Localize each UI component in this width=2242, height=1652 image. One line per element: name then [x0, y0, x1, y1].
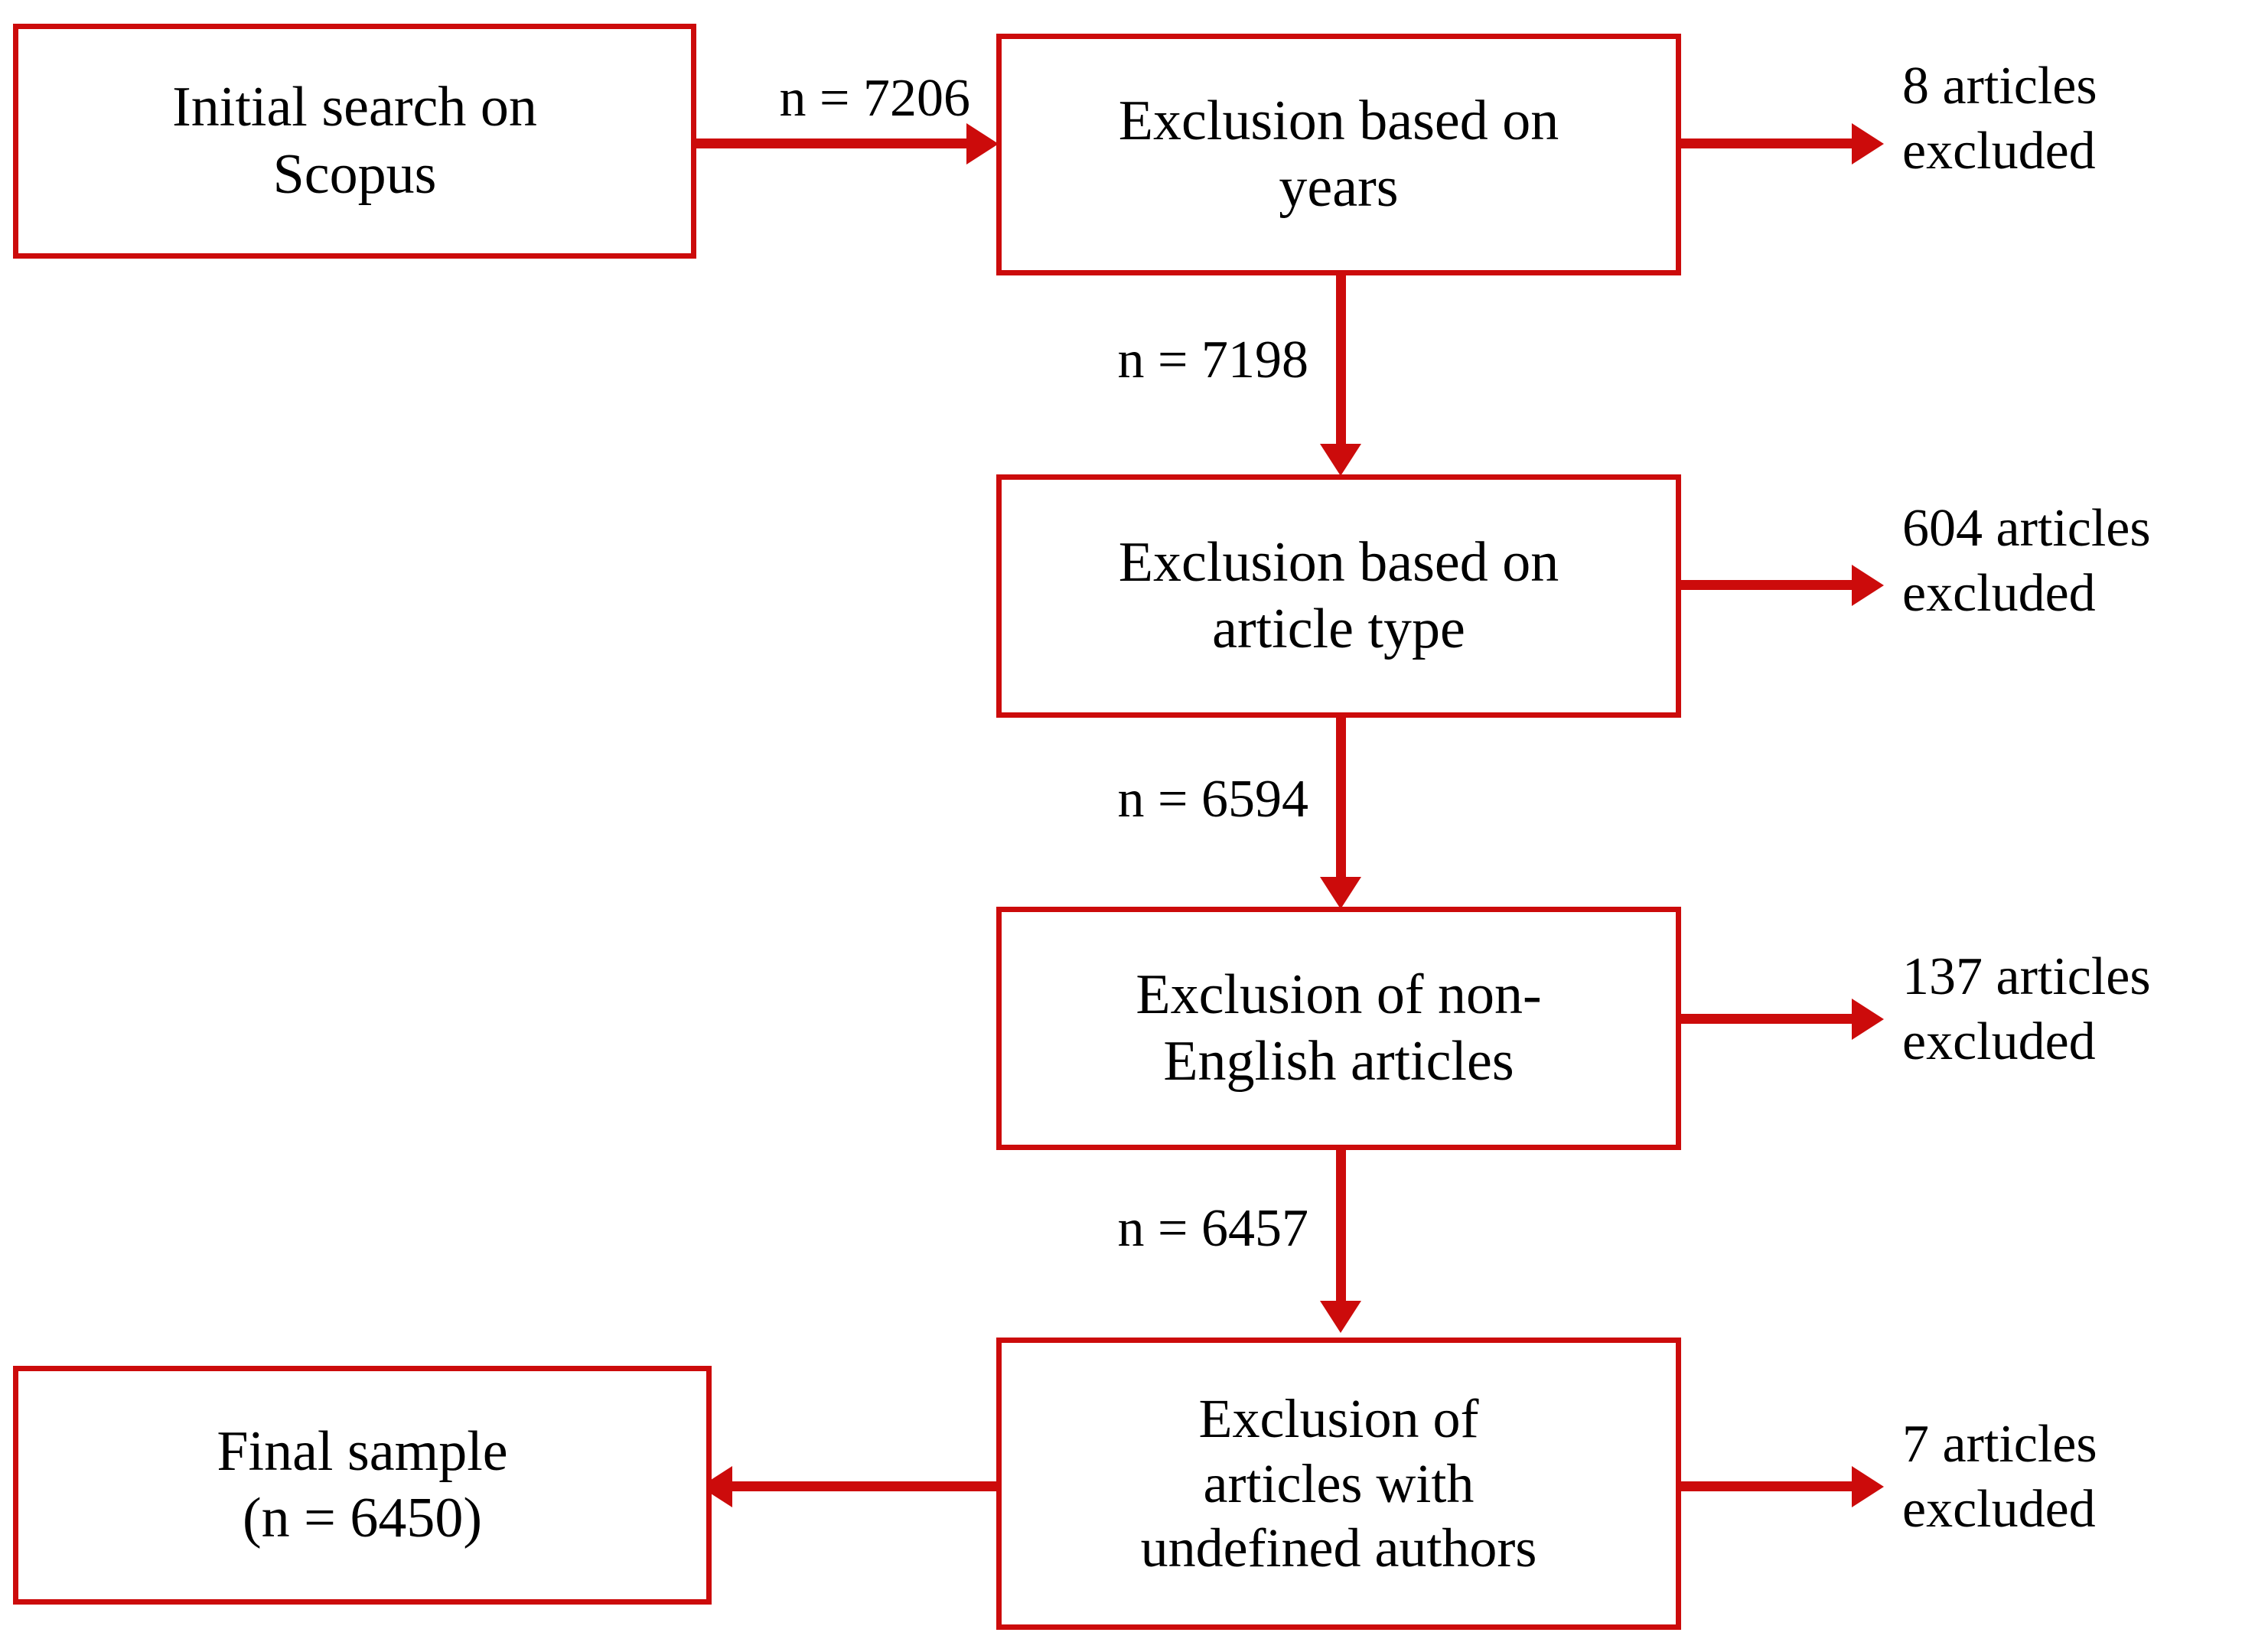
arrowhead-authors-excluded — [1852, 1466, 1884, 1507]
connector-initial-to-years — [696, 138, 968, 148]
node-final-sample: Final sample (n = 6450) — [13, 1366, 712, 1605]
arrowhead-type-excluded — [1852, 565, 1884, 606]
arrowhead-type-to-language — [1320, 877, 1361, 909]
connector-type-excluded — [1681, 580, 1853, 590]
flow-label-n-7198: n = 7198 — [1117, 331, 1308, 389]
node-initial-search: Initial search on Scopus — [13, 24, 696, 259]
label-excluded-years: 8 articles excluded — [1902, 57, 2097, 181]
connector-years-excluded — [1681, 138, 1853, 148]
node-exclusion-years: Exclusion based on years — [996, 34, 1681, 275]
arrowhead-years-excluded — [1852, 123, 1884, 165]
connector-type-to-language — [1336, 715, 1346, 892]
label-excluded-language: 137 articles excluded — [1902, 947, 2151, 1072]
arrowhead-language-excluded — [1852, 999, 1884, 1040]
connector-language-excluded — [1681, 1014, 1853, 1024]
node-exclusion-article-type: Exclusion based on article type — [996, 474, 1681, 718]
connector-language-to-authors — [1336, 1147, 1346, 1309]
node-exclusion-undefined-authors: Exclusion of articles with undefined aut… — [996, 1338, 1681, 1630]
label-excluded-authors: 7 articles excluded — [1902, 1415, 2097, 1540]
flow-label-n-7206: n = 7206 — [779, 69, 970, 128]
node-exclusion-non-english: Exclusion of non- English articles — [996, 907, 1681, 1150]
arrowhead-language-to-authors — [1320, 1301, 1361, 1333]
connector-authors-to-final — [732, 1481, 999, 1491]
arrowhead-initial-to-years — [966, 123, 999, 165]
node-exclusion-article-type-label: Exclusion based on article type — [1118, 530, 1559, 660]
node-final-sample-label: Final sample (n = 6450) — [217, 1419, 508, 1549]
connector-years-to-type — [1336, 272, 1346, 450]
node-initial-search-label: Initial search on Scopus — [172, 76, 537, 206]
node-exclusion-years-label: Exclusion based on years — [1118, 89, 1559, 219]
flow-label-n-6594: n = 6594 — [1117, 770, 1308, 829]
connector-authors-excluded — [1681, 1481, 1853, 1491]
flow-label-n-6457: n = 6457 — [1117, 1199, 1308, 1258]
node-exclusion-undefined-authors-label: Exclusion of articles with undefined aut… — [1140, 1387, 1537, 1579]
label-excluded-type: 604 articles excluded — [1902, 499, 2151, 624]
arrowhead-years-to-type — [1320, 444, 1361, 476]
node-exclusion-non-english-label: Exclusion of non- English articles — [1136, 963, 1542, 1093]
